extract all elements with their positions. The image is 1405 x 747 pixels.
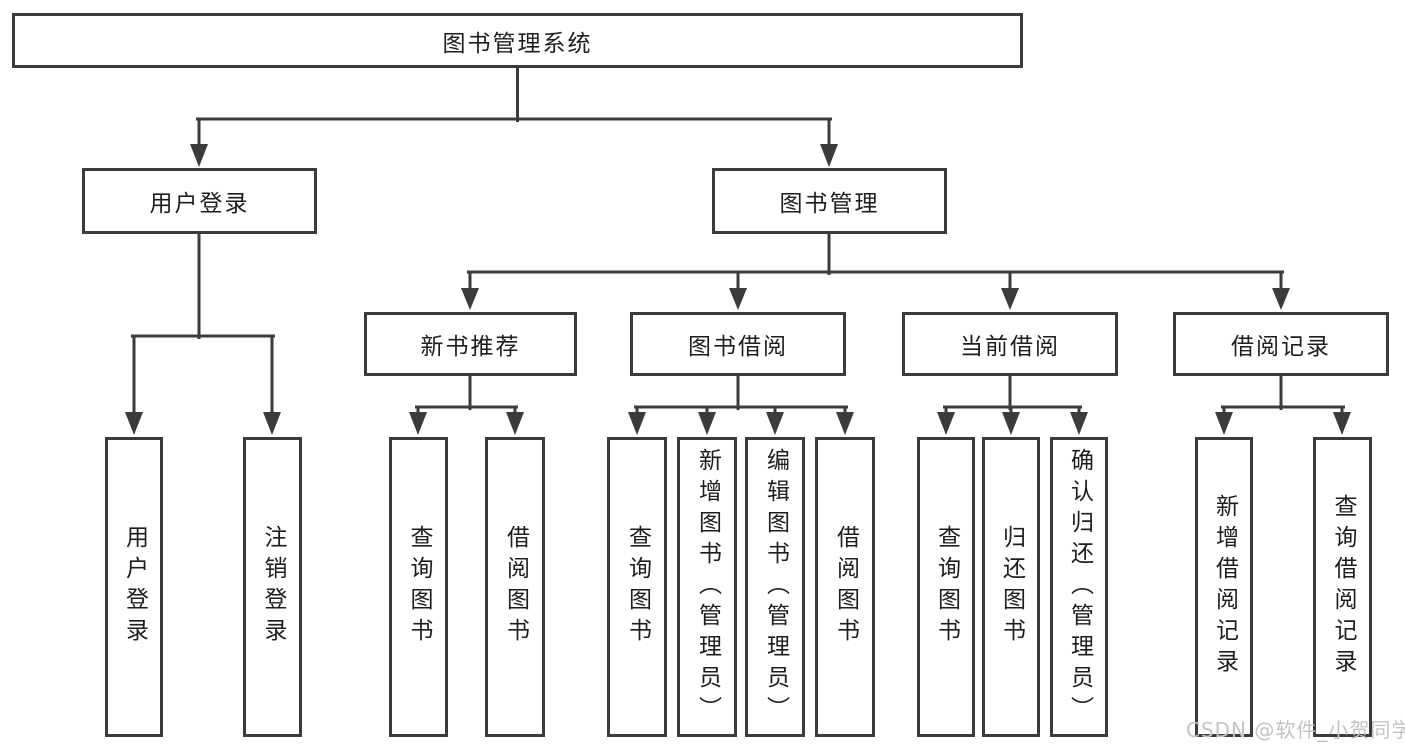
arrow-down-icon <box>937 412 955 435</box>
node-leaf-br-query-borrow-record: 查询借阅记录 <box>1313 437 1372 737</box>
leaf-label: 查询图书 <box>933 525 960 649</box>
connectors-book-borrowing-children <box>628 373 854 435</box>
connectors-new-book-recommendation-children <box>409 373 524 435</box>
arrow-down-icon <box>506 412 524 435</box>
arrow-down-icon <box>729 288 747 310</box>
arrow-down-icon <box>1272 288 1290 310</box>
arrow-down-icon <box>125 412 143 435</box>
node-borrowing-records: 借阅记录 <box>1173 312 1389 376</box>
connectors-borrowing-records-children <box>1215 373 1351 435</box>
node-leaf-user-login: 用户登录 <box>105 437 163 737</box>
node-new-book-recommendation: 新书推荐 <box>364 312 577 376</box>
connectors-user-login-children <box>125 231 281 435</box>
node-leaf-nbr-borrow-books: 借阅图书 <box>485 437 545 737</box>
arrow-down-icon <box>766 412 784 435</box>
leaf-label: 借阅图书 <box>502 525 529 649</box>
node-user-login: 用户登录 <box>82 168 317 234</box>
arrow-down-icon <box>1002 412 1020 435</box>
leaf-label: 编辑图书（管理员） <box>762 447 789 727</box>
arrow-down-icon <box>1333 412 1351 435</box>
arrow-down-icon <box>628 412 646 435</box>
leaf-label: 查询图书 <box>406 525 432 649</box>
arrow-down-icon <box>820 144 838 167</box>
node-leaf-bb-borrow-books: 借阅图书 <box>815 437 875 737</box>
leaf-label: 新增借阅记录 <box>1211 494 1238 680</box>
node-leaf-cb-confirm-return-admin: 确认归还（管理员） <box>1050 437 1108 737</box>
arrow-down-icon <box>409 412 427 435</box>
leaf-label: 注销登录 <box>260 525 286 649</box>
node-leaf-nbr-query-books: 查询图书 <box>389 437 448 737</box>
arrow-down-icon <box>836 412 854 435</box>
arrow-down-icon <box>698 412 716 435</box>
leaf-label: 查询借阅记录 <box>1330 494 1356 680</box>
arrow-down-icon <box>1001 288 1019 310</box>
node-leaf-bb-query-books: 查询图书 <box>607 437 667 737</box>
node-leaf-cb-query-books: 查询图书 <box>917 437 975 737</box>
arrow-down-icon <box>1215 412 1233 435</box>
node-leaf-br-add-borrow-record: 新增借阅记录 <box>1195 437 1253 737</box>
connectors-current-borrowing-children <box>937 373 1088 435</box>
node-leaf-bb-add-books-admin: 新增图书（管理员） <box>677 437 737 737</box>
leaf-label: 借阅图书 <box>832 525 859 649</box>
node-leaf-logout: 注销登录 <box>243 437 302 737</box>
leaf-label: 查询图书 <box>624 525 651 649</box>
node-leaf-cb-return-books: 归还图书 <box>982 437 1040 737</box>
connectors-book-management-to-level3 <box>461 231 1290 310</box>
arrow-down-icon <box>263 412 281 435</box>
csdn-watermark: CSDN @软件_小贺同学 <box>1186 718 1405 742</box>
node-current-borrowing: 当前借阅 <box>902 312 1118 376</box>
node-book-management: 图书管理 <box>712 168 947 234</box>
leaf-label: 确认归还（管理员） <box>1066 447 1093 727</box>
node-leaf-bb-edit-books-admin: 编辑图书（管理员） <box>745 437 805 737</box>
node-book-borrowing: 图书借阅 <box>630 312 846 376</box>
leaf-label: 用户登录 <box>121 525 148 649</box>
leaf-label: 新增图书（管理员） <box>694 447 721 727</box>
arrow-down-icon <box>461 288 479 310</box>
arrow-down-icon <box>190 144 208 167</box>
connectors-root-to-level2 <box>190 66 838 167</box>
leaf-label: 归还图书 <box>998 525 1025 649</box>
node-root-system: 图书管理系统 <box>12 13 1023 68</box>
arrow-down-icon <box>1070 412 1088 435</box>
